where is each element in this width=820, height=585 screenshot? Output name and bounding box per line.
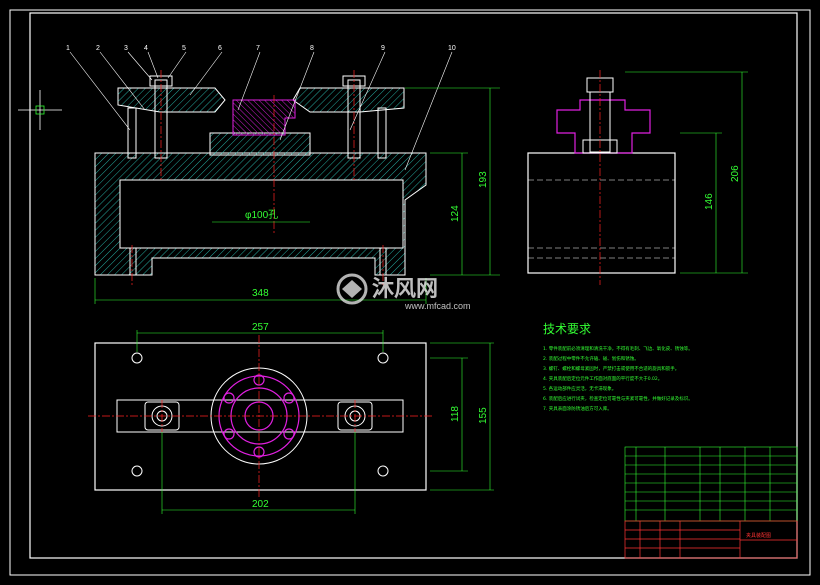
title-block-name: 夹具装配图 [746,532,771,539]
tech-req-item-1: 1. 零件装配前必须清理和清洗干净，不得有毛刺、飞边、氧化皮、锈蚀等。 [543,345,693,352]
callout-10: 10 [448,45,456,52]
dim-hole-spacing-bottom: 202 [252,499,269,510]
title-block [624,520,798,559]
dim-base-height: 124 [450,205,461,222]
callout-numbers: 1 2 3 4 5 6 7 8 9 10 [66,45,456,52]
top-platform [209,132,311,156]
base-cavity [119,179,404,249]
side-view: 146 206 [527,70,748,285]
plan-base [94,342,427,491]
dim-bore: φ100孔 [245,209,278,221]
dim-side-width: 146 [704,193,715,210]
stud-left-1 [127,107,137,159]
callout-8: 8 [310,45,314,52]
side-body [527,152,676,274]
callout-3: 3 [124,45,128,52]
outer-frame [9,9,811,576]
side-workpiece [556,99,651,154]
inner-frame [29,12,798,559]
callout-4: 4 [144,45,148,52]
watermark-brand: 沐风网 [372,277,438,302]
tech-req-item-4: 4. 夹具装配后定位元件工作面对底面的平行度不大于0.02。 [543,375,662,382]
plan-view: 257 202 118 155 [88,322,494,514]
dim-hole-spacing-top: 257 [252,322,269,333]
callout-7: 7 [256,45,260,52]
watermark-logo-icon [336,273,368,305]
crosshair-cursor [18,90,62,130]
dim-total-height: 193 [478,171,489,188]
workpiece [232,99,296,136]
tech-req-title: 技术要求 [543,322,591,336]
technical-requirements: 技术要求 1. 零件装配前必须清理和清洗干净，不得有毛刺、飞边、氧化皮、锈蚀等。… [543,322,693,412]
callout-6: 6 [218,45,222,52]
callout-5: 5 [182,45,186,52]
dim-side-height: 206 [730,165,741,182]
watermark: 沐风网 www.mfcad.com [336,273,471,311]
dim-plan-outer-width: 155 [478,407,489,424]
watermark-url: www.mfcad.com [404,301,471,311]
tech-req-item-2: 2. 装配过程中零件不允许磕、碰、划伤和锈蚀。 [543,355,639,362]
tech-req-item-3: 3. 螺钉、螺栓和螺母紧固时，严禁打击或使用不合适的旋具和扳手。 [543,365,679,372]
callout-2: 2 [96,45,100,52]
callout-1: 1 [66,45,70,52]
stud-right-2 [377,107,387,159]
front-view: 1 2 3 4 5 6 7 8 9 10 348 φ100孔 124 193 [66,45,500,304]
left-clamp [117,87,226,113]
dim-plan-inner-width: 118 [450,406,461,422]
parts-list [624,446,798,522]
callout-9: 9 [381,45,385,52]
tech-req-item-5: 5. 各运动部件应灵活，无卡滞现象。 [543,385,616,392]
dim-overall-length: 348 [252,288,269,299]
tech-req-item-7: 7. 夹具表面涂防锈油后方可入库。 [543,405,612,412]
tech-req-item-6: 6. 装配后应进行试夹，检查定位可靠性与夹紧可靠性，并做好记录及标识。 [543,395,693,402]
